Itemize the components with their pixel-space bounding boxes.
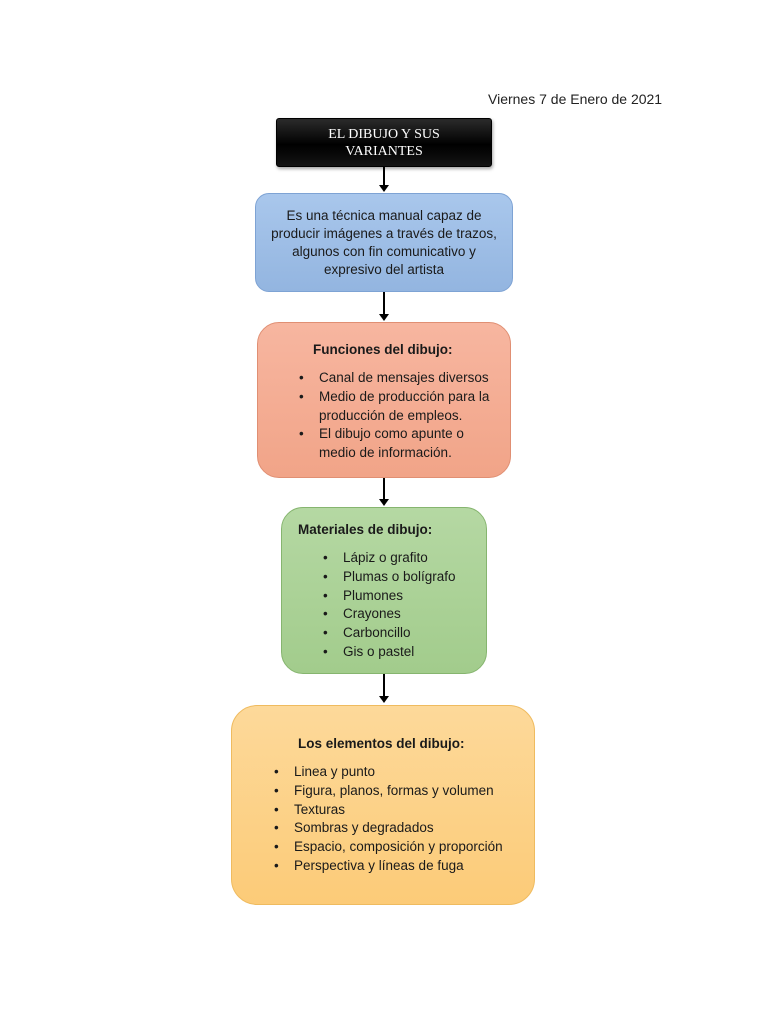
list-item: Lápiz o grafito	[321, 549, 481, 568]
elementos-node: Los elementos del dibujo: Linea y punto …	[231, 705, 535, 905]
list-item: Carboncillo	[321, 624, 481, 643]
funciones-node: Funciones del dibujo: Canal de mensajes …	[257, 322, 511, 478]
date-label: Viernes 7 de Enero de 2021	[488, 91, 663, 107]
list-item: Plumas o bolígrafo	[321, 568, 481, 587]
materiales-list: Lápiz o grafito Plumas o bolígrafo Plumo…	[321, 549, 481, 662]
list-item: Perspectiva y líneas de fuga	[272, 857, 532, 876]
list-item: Texturas	[272, 801, 532, 820]
list-item: Espacio, composición y proporción	[272, 838, 532, 857]
definition-text: Es una técnica manual capaz de producir …	[271, 207, 497, 277]
materiales-node: Materiales de dibujo: Lápiz o grafito Pl…	[281, 507, 487, 674]
definition-node: Es una técnica manual capaz de producir …	[255, 193, 513, 292]
title-node: EL DIBUJO Y SUS VARIANTES	[276, 118, 492, 167]
list-item: Linea y punto	[272, 763, 532, 782]
list-item: Crayones	[321, 605, 481, 624]
funciones-heading: Funciones del dibujo:	[313, 342, 453, 357]
list-item: Figura, planos, formas y volumen	[272, 782, 532, 801]
arrow-connector	[379, 167, 389, 192]
funciones-list: Canal de mensajes diversos Medio de prod…	[297, 369, 502, 463]
list-item: Medio de producción para la producción d…	[297, 388, 502, 426]
list-item: El dibujo como apunte o medio de informa…	[297, 425, 502, 463]
elementos-list: Linea y punto Figura, planos, formas y v…	[272, 763, 532, 876]
arrow-connector	[379, 674, 389, 703]
materiales-heading: Materiales de dibujo:	[298, 522, 433, 537]
list-item: Sombras y degradados	[272, 819, 532, 838]
list-item: Gis o pastel	[321, 643, 481, 662]
arrow-connector	[379, 478, 389, 506]
arrow-connector	[379, 292, 389, 321]
list-item: Canal de mensajes diversos	[297, 369, 502, 388]
title-text: EL DIBUJO Y SUS VARIANTES	[328, 126, 440, 159]
elementos-heading: Los elementos del dibujo:	[298, 736, 465, 751]
list-item: Plumones	[321, 587, 481, 606]
